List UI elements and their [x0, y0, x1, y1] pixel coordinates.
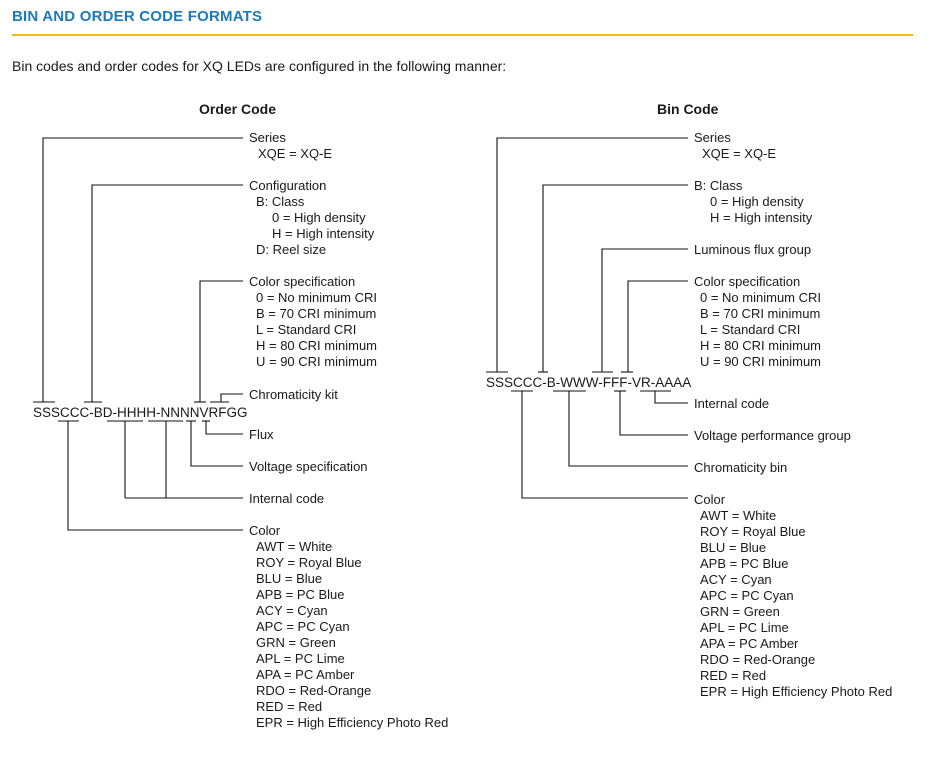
order-chromaticity-kit-connector: [220, 393, 243, 402]
bin-luminous-flux-connector: [601, 248, 688, 372]
bin-series-connector: [496, 137, 688, 372]
bin-color-spec-option: 0 = No minimum CRI: [700, 290, 821, 305]
bin-class-option: 0 = High density: [710, 194, 804, 209]
title-rule: [12, 34, 913, 36]
order-flux-connector: [205, 421, 243, 435]
bin-class-label: B: Class: [694, 178, 743, 193]
order-chromaticity-kit-label: Chromaticity kit: [249, 387, 338, 402]
order-voltage-spec-label: Voltage specification: [249, 459, 368, 474]
bin-code-string: SSSCCC-B-WWW-FFF-VR-AAAA: [486, 375, 692, 390]
order-color-option: APC = PC Cyan: [256, 619, 350, 634]
order-color-option: GRN = Green: [256, 635, 336, 650]
order-color-connector: [67, 421, 243, 531]
bin-color-option: APC = PC Cyan: [700, 588, 794, 603]
bin-color-spec-option: B = 70 CRI minimum: [700, 306, 821, 321]
order-color-label: Color: [249, 523, 281, 538]
order-color-option: BLU = Blue: [256, 571, 323, 586]
order-color-option: AWT = White: [256, 539, 333, 554]
order-color-option: EPR = High Efficiency Photo Red: [256, 715, 449, 730]
bin-color-option: APB = PC Blue: [700, 556, 789, 571]
bin-chromaticity-bin-label: Chromaticity bin: [694, 460, 788, 475]
order-color-option: RED = Red: [256, 699, 323, 714]
bin-code-heading: Bin Code: [657, 101, 719, 117]
order-color-option: APA = PC Amber: [256, 667, 355, 682]
order-color-spec-option: H = 80 CRI minimum: [256, 338, 377, 353]
bin-color-connector: [521, 391, 688, 499]
bin-chromaticity-connector: [568, 391, 688, 467]
order-series-connector: [42, 137, 243, 402]
order-color-spec-option: L = Standard CRI: [256, 322, 357, 337]
order-color-option: ROY = Royal Blue: [256, 555, 362, 570]
bin-color-option: ACY = Cyan: [700, 572, 772, 587]
bin-color-option: APA = PC Amber: [700, 636, 799, 651]
bin-internal-code-connector: [654, 391, 688, 404]
order-color-spec-label: Color specification: [249, 274, 356, 289]
order-internal-code-label: Internal code: [249, 491, 325, 506]
bin-color-option: EPR = High Efficiency Photo Red: [700, 684, 893, 699]
bin-color-option: BLU = Blue: [700, 540, 767, 555]
order-configuration-option: D: Reel size: [256, 242, 327, 257]
order-configuration-option: H = High intensity: [272, 226, 375, 241]
bin-internal-code-label: Internal code: [694, 396, 770, 411]
bin-color-option: RDO = Red-Orange: [700, 652, 816, 667]
order-color-option: ACY = Cyan: [256, 603, 328, 618]
order-code-heading: Order Code: [199, 101, 277, 117]
bin-color-option: GRN = Green: [700, 604, 780, 619]
order-code-string: SSSCCC-BD-HHHH-NNNNVRFGG: [33, 405, 248, 420]
order-flux-label: Flux: [249, 427, 274, 442]
order-color-option: APB = PC Blue: [256, 587, 345, 602]
bin-voltage-group-label: Voltage performance group: [694, 428, 851, 443]
bin-voltage-connector: [619, 391, 688, 436]
bin-color-option: RED = Red: [700, 668, 767, 683]
bin-series-label: Series: [694, 130, 731, 145]
order-color-spec-option: B = 70 CRI minimum: [256, 306, 377, 321]
order-configuration-connector: [91, 184, 243, 402]
order-color-option: RDO = Red-Orange: [256, 683, 372, 698]
bin-color-label: Color: [694, 492, 726, 507]
bin-series-option: XQE = XQ-E: [702, 146, 777, 161]
order-configuration-option: B: Class: [256, 194, 305, 209]
order-color-spec-option: 0 = No minimum CRI: [256, 290, 377, 305]
order-series-option: XQE = XQ-E: [258, 146, 333, 161]
bin-color-spec-option: L = Standard CRI: [700, 322, 801, 337]
order-color-spec-option: U = 90 CRI minimum: [256, 354, 377, 369]
bin-color-spec-connector: [627, 280, 688, 372]
bin-class-connector: [542, 184, 688, 372]
order-color-spec-connector: [199, 280, 243, 402]
bin-luminous-flux-label: Luminous flux group: [694, 242, 812, 257]
bin-color-option: AWT = White: [700, 508, 777, 523]
intro-text: Bin codes and order codes for XQ LEDs ar…: [12, 58, 507, 74]
bin-color-option: APL = PC Lime: [700, 620, 789, 635]
order-color-option: APL = PC Lime: [256, 651, 345, 666]
bin-class-option: H = High intensity: [710, 210, 813, 225]
bin-color-spec-option: H = 80 CRI minimum: [700, 338, 821, 353]
order-voltage-connector: [190, 421, 243, 467]
order-configuration-option: 0 = High density: [272, 210, 366, 225]
order-configuration-label: Configuration: [249, 178, 327, 193]
bin-color-option: ROY = Royal Blue: [700, 524, 806, 539]
bin-color-spec-option: U = 90 CRI minimum: [700, 354, 821, 369]
order-series-label: Series: [249, 130, 286, 145]
bin-color-spec-label: Color specification: [694, 274, 801, 289]
section-title: BIN AND ORDER CODE FORMATS: [12, 8, 263, 25]
